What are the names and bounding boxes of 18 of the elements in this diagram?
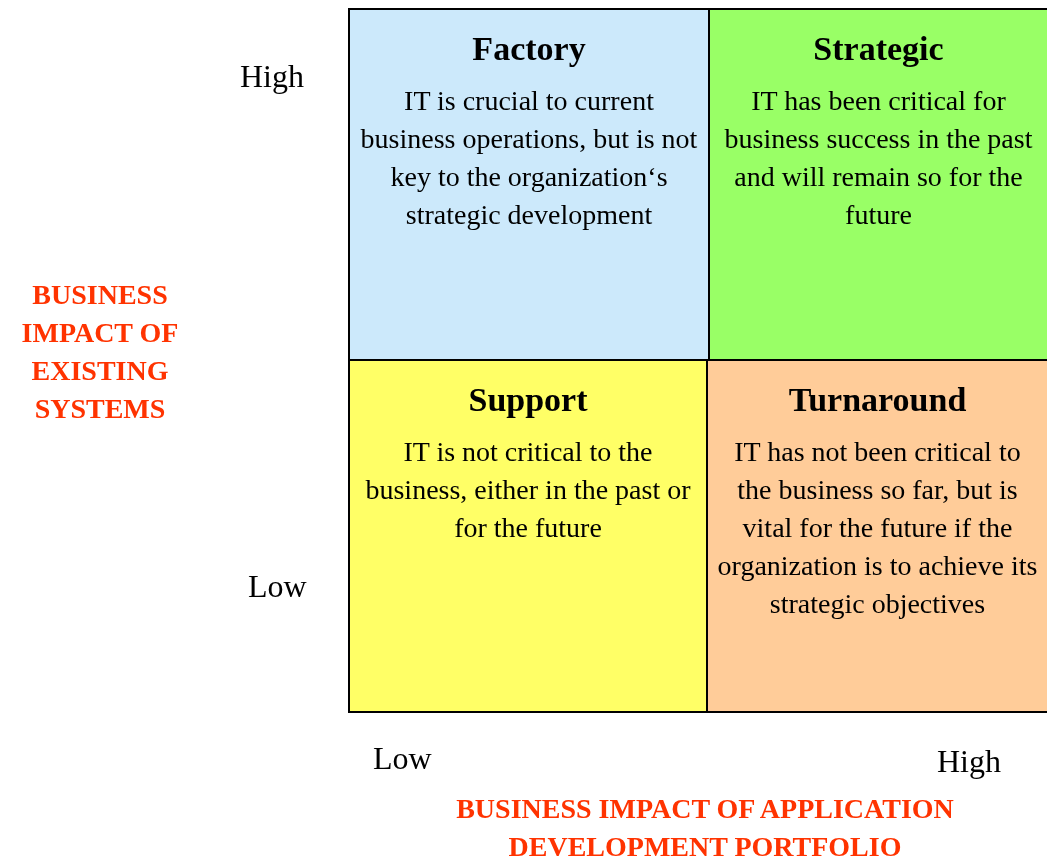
quadrant-title: Factory — [471, 30, 587, 68]
quadrant-title: Support — [467, 381, 589, 419]
quadrant-description: IT has been critical for business success in the past and will remain so for the future — [723, 84, 1034, 232]
axis-tick-label: High — [937, 743, 1001, 780]
quadrant-title: Strategic — [812, 30, 945, 68]
quadrant-description: IT is not critical to the business, either in the past or for the future — [364, 435, 692, 545]
axis-tick-label: Low — [248, 568, 307, 605]
quadrant-box — [348, 8, 710, 361]
quadrant-box — [348, 359, 708, 713]
axis-tick-label: High — [240, 58, 304, 95]
axis-tick-label: Low — [373, 740, 432, 777]
axis-title: BUSINESS IMPACT OF APPLICATION DEVELOPMENT PORTFOLIO — [455, 792, 955, 862]
quadrant-box — [708, 8, 1047, 361]
quadrant-description: IT is crucial to current business operations, but is not key to the organization‘s strategic development — [359, 84, 699, 232]
axis-title: BUSINESS IMPACT OF EXISTING SYSTEMS — [20, 278, 180, 426]
quadrant-title: Turnaround — [787, 381, 968, 419]
quadrant-description: IT has not been critical to the business so far, but is vital for the future if the organization is to achieve its strategic objectives — [716, 435, 1039, 621]
quadrant-box — [706, 359, 1047, 713]
